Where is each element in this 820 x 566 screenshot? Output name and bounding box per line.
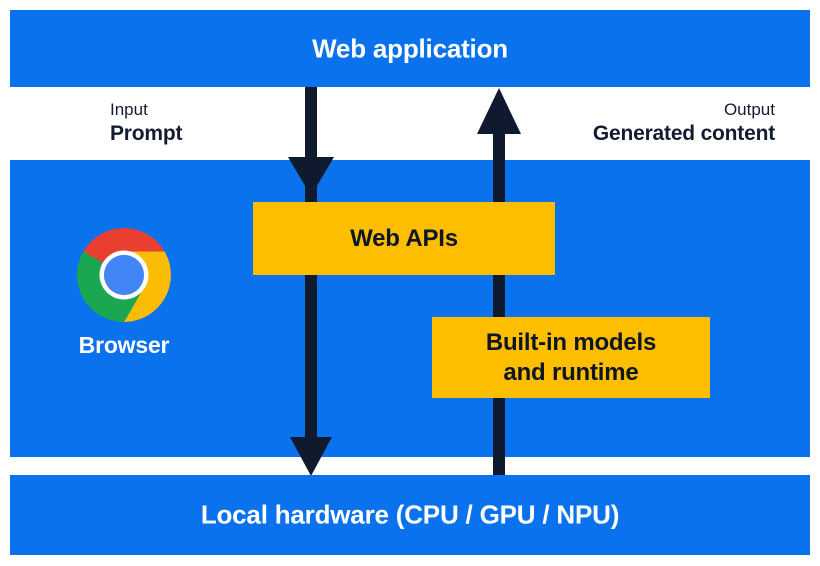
component-built-in-models-label: Built-in models and runtime [485,328,657,387]
output-value-label: Generated content [592,121,775,145]
component-built-in-models-line1: Built-in models [485,329,657,357]
browser-group: Browser [57,228,191,359]
input-value-label: Prompt [110,121,183,145]
output-kind-label: Output [723,100,775,119]
component-web-apis-label: Web APIs [350,224,458,252]
local-hardware-label: Local hardware (CPU / GPU / NPU) [200,499,620,530]
web-application-label: Web application [312,33,508,63]
browser-label: Browser [78,332,170,358]
component-built-in-models: Built-in models and runtime [432,317,710,398]
component-web-apis: Web APIs [253,202,555,275]
layer-web-application: Web application [10,10,810,87]
output-flow-label: Output Generated content [593,99,775,148]
layer-local-hardware: Local hardware (CPU / GPU / NPU) [10,475,810,555]
input-flow-label: Input Prompt [110,99,183,148]
component-built-in-models-line2: and runtime [503,358,639,386]
chrome-logo-icon [77,228,171,322]
input-kind-label: Input [110,100,148,119]
